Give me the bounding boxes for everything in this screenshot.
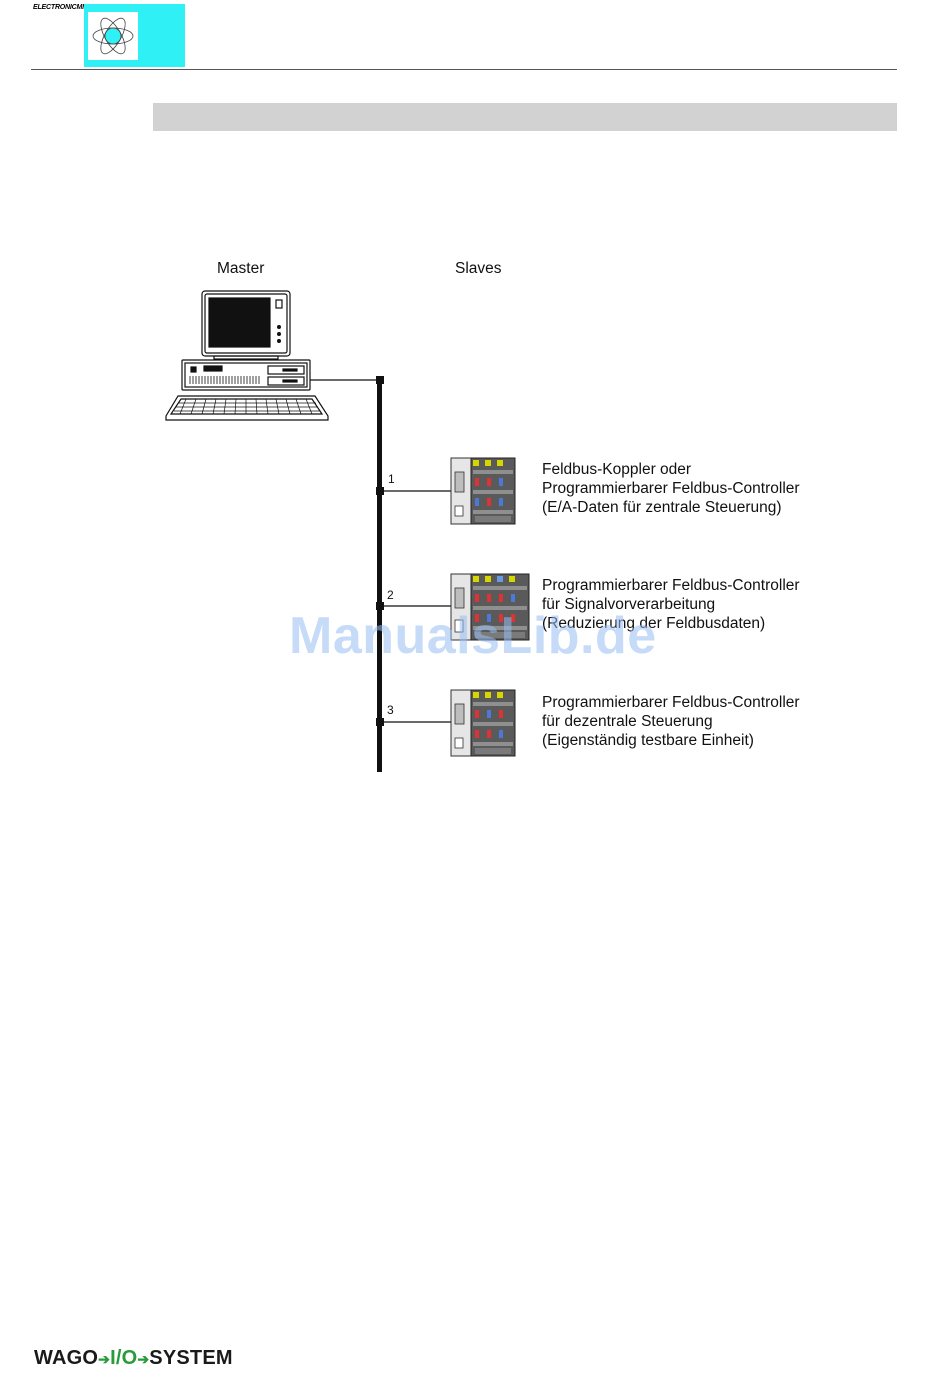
master-label: Master bbox=[217, 259, 264, 278]
slave-3-number: 3 bbox=[387, 703, 394, 717]
slave-1-line-3: (E/A-Daten für zentrale Steuerung) bbox=[542, 498, 800, 517]
brand-io: I/O bbox=[110, 1347, 137, 1369]
slaves-label: Slaves bbox=[455, 259, 502, 278]
watermark: ManualsLib.de bbox=[289, 606, 657, 666]
slave-1-description: Feldbus-Koppler oder Programmierbarer Fe… bbox=[542, 460, 800, 517]
slave-2-number: 2 bbox=[387, 588, 394, 602]
slave-1-connection bbox=[376, 487, 452, 495]
slave-3-description: Programmierbarer Feldbus-Controller für … bbox=[542, 693, 800, 750]
brand-wago: WAGO bbox=[34, 1347, 98, 1369]
slave-1-line-1: Feldbus-Koppler oder bbox=[542, 460, 800, 479]
arrow-icon: ➔ bbox=[98, 1351, 110, 1367]
slave-3-connection bbox=[376, 718, 452, 726]
slave-1-number: 1 bbox=[388, 472, 395, 486]
slave-3-line-2: für dezentrale Steuerung bbox=[542, 712, 800, 731]
slave-3-module-icon bbox=[451, 690, 515, 756]
brand-system: SYSTEM bbox=[149, 1347, 232, 1369]
arrow-icon: ➔ bbox=[137, 1351, 149, 1367]
slave-3-line-3: (Eigenständig testbare Einheit) bbox=[542, 731, 800, 750]
slave-3-line-1: Programmierbarer Feldbus-Controller bbox=[542, 693, 800, 712]
wago-io-system-logo: WAGO➔I/O➔SYSTEM bbox=[34, 1347, 233, 1370]
slave-1-module-icon bbox=[451, 458, 515, 524]
master-computer-icon bbox=[166, 291, 328, 420]
slave-1-line-2: Programmierbarer Feldbus-Controller bbox=[542, 479, 800, 498]
slave-2-line-1: Programmierbarer Feldbus-Controller bbox=[542, 576, 800, 595]
fieldbus-line bbox=[377, 377, 382, 772]
